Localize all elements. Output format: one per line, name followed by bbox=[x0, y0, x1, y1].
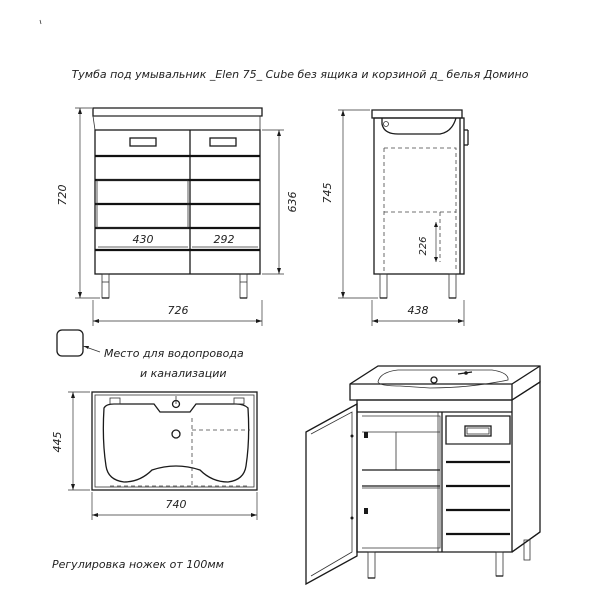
dim-label-438: 438 bbox=[408, 304, 429, 317]
dim-label-636: 636 bbox=[286, 192, 299, 213]
stray-mark bbox=[39, 19, 42, 25]
iso-foot-front-right bbox=[495, 551, 504, 577]
iso-open-compartment bbox=[362, 415, 441, 549]
iso-cabinet-front bbox=[356, 399, 513, 553]
top-outline bbox=[91, 391, 258, 491]
front-view: 720 636 430 292 726 bbox=[56, 107, 299, 326]
legend: Место для водопровода и канализации bbox=[56, 329, 244, 380]
dim-label-430: 430 bbox=[133, 233, 154, 246]
legend-hatch-swatch bbox=[56, 329, 84, 357]
iso-basin bbox=[377, 369, 509, 389]
side-foot-left bbox=[379, 273, 388, 299]
dim-label-745: 745 bbox=[321, 183, 334, 204]
top-view: 445 740 bbox=[51, 391, 258, 520]
side-inner-dashed bbox=[384, 147, 457, 272]
dim-label-720: 720 bbox=[56, 185, 69, 206]
front-cabinet-body bbox=[94, 129, 261, 275]
front-foot-right bbox=[239, 273, 248, 299]
dim-label-740: 740 bbox=[166, 498, 187, 511]
side-body bbox=[373, 117, 465, 275]
front-handle-right bbox=[209, 137, 237, 147]
iso-foot-front-left bbox=[367, 551, 376, 579]
front-handle-left bbox=[129, 137, 157, 147]
legend-line-2: и канализации bbox=[140, 367, 227, 380]
dim-label-292: 292 bbox=[214, 233, 235, 246]
side-view: 226 745 438 bbox=[321, 109, 469, 326]
side-top bbox=[371, 109, 463, 119]
dim-label-226: 226 bbox=[418, 236, 429, 255]
iso-open-door bbox=[305, 402, 358, 586]
dim-label-445: 445 bbox=[51, 432, 64, 453]
dim-label-726: 726 bbox=[168, 304, 189, 317]
footer-note: Регулировка ножек от 100мм bbox=[52, 558, 224, 571]
iso-foot-back-right bbox=[523, 539, 531, 561]
side-foot-right bbox=[448, 273, 457, 299]
front-countertop bbox=[92, 107, 263, 117]
front-sink-apron bbox=[92, 115, 261, 131]
front-plumbing-zone bbox=[96, 179, 189, 229]
iso-drawer-1 bbox=[445, 415, 511, 445]
page-title: Тумба под умывальник _Elen 75_ Cube без … bbox=[72, 68, 529, 81]
iso-cabinet-side bbox=[511, 380, 541, 553]
iso-drawer-handle bbox=[464, 425, 492, 437]
legend-line-1: Место для водопровода bbox=[104, 347, 244, 360]
top-drain bbox=[171, 429, 181, 439]
front-foot-left bbox=[101, 273, 110, 299]
side-basin-profile bbox=[381, 117, 457, 135]
top-basin bbox=[102, 403, 250, 483]
perspective-view bbox=[305, 365, 541, 586]
